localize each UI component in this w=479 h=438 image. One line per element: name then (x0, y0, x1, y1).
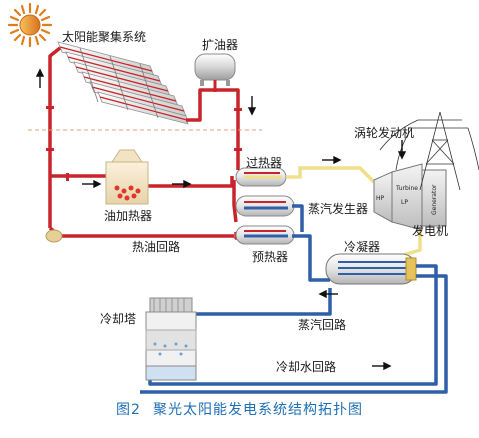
cooling-tower-label: 冷却塔 (100, 312, 137, 326)
oil-heater-furnace (105, 149, 149, 205)
valve-icons (46, 106, 242, 181)
turbine-hp-label: HP (376, 195, 385, 202)
oil-loop-label: 热油回路 (132, 240, 181, 254)
cooling-tower (145, 297, 197, 381)
arrow-down-icon (397, 140, 407, 160)
flow-arrows (35, 68, 407, 371)
turbine-generator-set (373, 163, 447, 231)
preheater (235, 225, 295, 245)
arrow-right-icon (82, 179, 102, 189)
turbine-label: 涡轮发动机 (354, 126, 415, 140)
steam-generator-label: 蒸汽发生器 (308, 202, 369, 216)
arrow-down-icon (247, 96, 257, 116)
turbine-name-label: Turbine (395, 185, 418, 192)
sun-icon (7, 2, 53, 48)
generator-inner-label: Generator (431, 184, 438, 215)
condenser-label: 冷凝器 (344, 240, 381, 254)
arrow-up-icon (35, 68, 45, 88)
steam-generator (235, 195, 295, 217)
arrow-right-icon (372, 361, 392, 371)
expansion-tank-label: 扩油器 (202, 38, 239, 52)
solar-field-label: 太阳能聚集系统 (62, 30, 147, 44)
arrow-left-icon (318, 289, 338, 299)
arrow-right-icon (172, 179, 192, 189)
steam-line (286, 166, 376, 184)
figure-number: 图2 (116, 402, 141, 418)
figure-caption: 图2 聚光太阳能发电系统结构拓扑图 (0, 399, 479, 419)
solar-collector-field (57, 41, 189, 125)
cooling-water-loop-label: 冷却水回路 (276, 360, 337, 374)
arrow-right-icon (322, 155, 342, 165)
generator-label: 发电机 (412, 224, 449, 238)
condenser (325, 253, 417, 285)
steam-loop-label: 蒸汽回路 (298, 318, 347, 332)
oil-pipe-network (48, 46, 240, 240)
figure-title: 聚光太阳能发电系统结构拓扑图 (152, 402, 363, 418)
oil-pump-icon (45, 229, 63, 243)
transmission-tower-icon (379, 111, 479, 191)
oil-heater-label: 油加热器 (104, 209, 153, 223)
turbine-lp-label: LP (401, 199, 408, 206)
preheater-label: 预热器 (252, 250, 289, 264)
superheater (235, 167, 287, 187)
superheater-label: 过热器 (246, 156, 283, 170)
expansion-tank (194, 53, 236, 92)
